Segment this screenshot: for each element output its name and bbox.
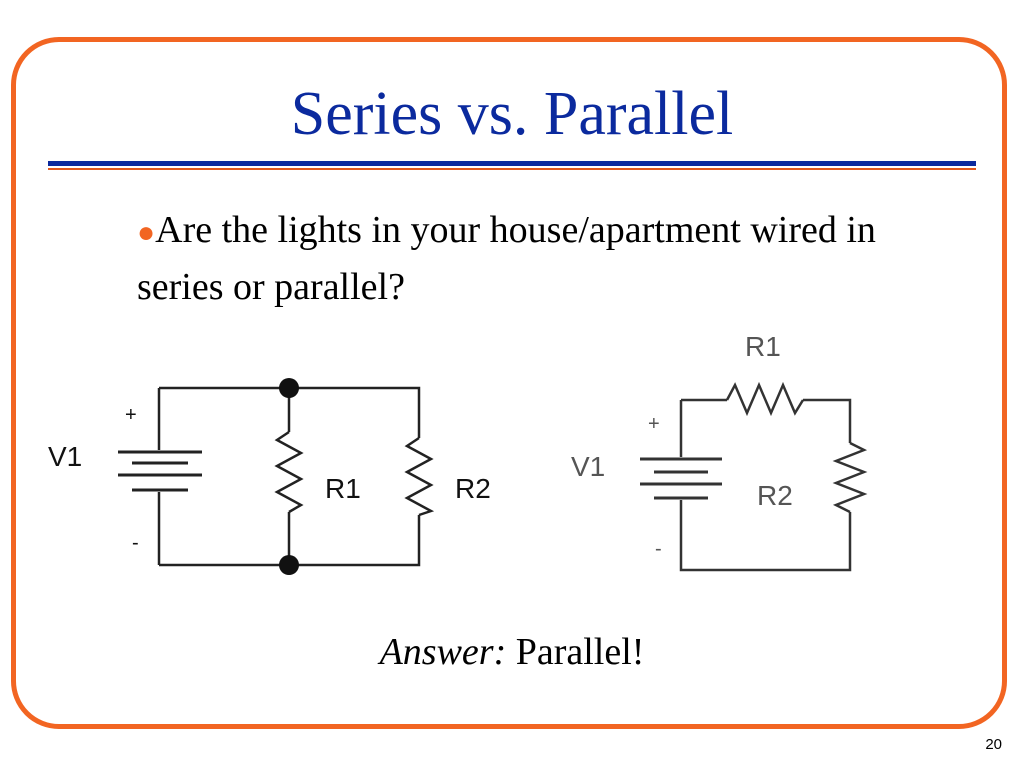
title-rule-orange bbox=[48, 168, 976, 170]
parallel-bottom-wire bbox=[159, 515, 421, 567]
bullet-question: ●Are the lights in your house/apartment … bbox=[137, 203, 897, 315]
slide-title: Series vs. Parallel bbox=[290, 80, 734, 148]
parallel-v1-label: V1 bbox=[48, 441, 82, 472]
question-text: Are the lights in your house/apartment w… bbox=[137, 209, 876, 308]
series-r1-label: R1 bbox=[745, 331, 781, 362]
parallel-top-node bbox=[279, 378, 299, 398]
parallel-bottom-node bbox=[279, 555, 299, 575]
parallel-top-wire bbox=[159, 386, 421, 438]
series-r2-resistor bbox=[832, 441, 868, 514]
page-number: 20 bbox=[985, 736, 1002, 753]
parallel-r2-resistor bbox=[404, 436, 435, 517]
series-top-wire-right bbox=[803, 398, 852, 443]
parallel-plus-label: + bbox=[125, 404, 137, 426]
bullet-dot-icon: ● bbox=[137, 216, 156, 249]
parallel-minus-label: - bbox=[132, 532, 139, 554]
title-rule-blue bbox=[48, 161, 976, 166]
answer-label: Answer: bbox=[379, 631, 507, 673]
answer-value: Parallel! bbox=[515, 631, 645, 673]
parallel-r1-resistor bbox=[274, 430, 304, 514]
slide-frame bbox=[11, 37, 1007, 729]
series-r1-resistor bbox=[725, 381, 805, 417]
answer-line: Answer: Parallel! bbox=[0, 630, 1024, 674]
series-minus-label: - bbox=[655, 538, 662, 560]
parallel-circuit bbox=[118, 378, 435, 575]
series-right-wire-bottom bbox=[679, 500, 852, 572]
parallel-r1-label: R1 bbox=[325, 473, 361, 504]
parallel-r2-label: R2 bbox=[455, 473, 491, 504]
series-circuit bbox=[640, 381, 868, 572]
series-v1-label: V1 bbox=[571, 451, 605, 482]
series-plus-label: + bbox=[648, 413, 660, 435]
series-r2-label: R2 bbox=[757, 480, 793, 511]
